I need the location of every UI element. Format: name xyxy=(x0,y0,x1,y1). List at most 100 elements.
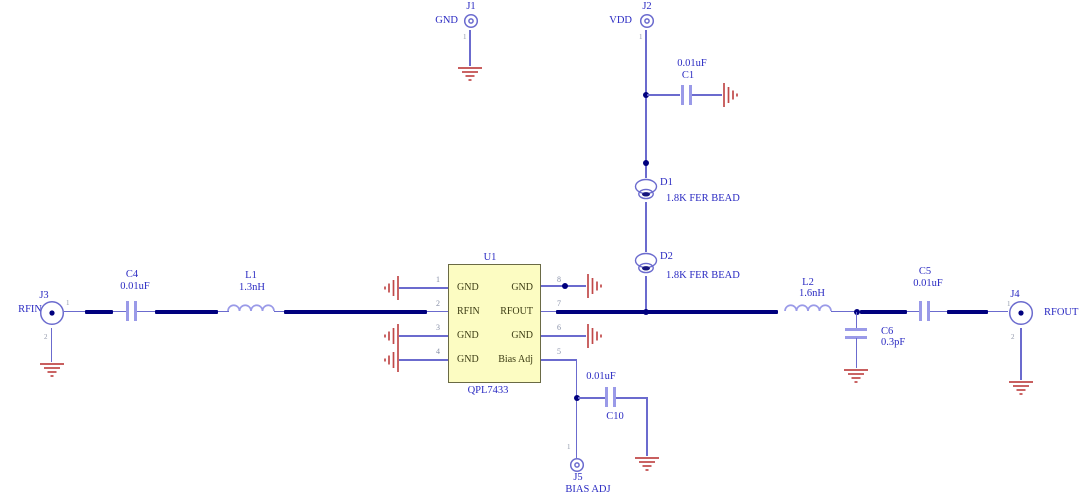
ground-icon xyxy=(587,324,602,348)
wire xyxy=(646,398,648,456)
ferrite-bead-icon xyxy=(634,178,658,200)
wire xyxy=(575,360,578,458)
connector-ref: J3 xyxy=(39,289,49,301)
part-ref: L1 xyxy=(245,269,257,281)
ground-icon xyxy=(587,274,602,298)
wire xyxy=(64,310,85,313)
part-value: 0.01uF xyxy=(677,57,707,69)
ground-icon xyxy=(635,457,659,471)
ground-icon xyxy=(40,363,64,377)
pin-name: Bias Adj xyxy=(498,354,533,365)
net-label-vdd: VDD xyxy=(609,14,632,26)
wire xyxy=(541,310,556,313)
part-number: QPL7433 xyxy=(467,384,509,396)
wire xyxy=(469,30,471,66)
connector-ref: J2 xyxy=(642,0,652,12)
part-value: 0.01uF xyxy=(120,280,150,292)
wire xyxy=(855,338,858,368)
part-ref: L2 xyxy=(802,276,814,288)
wire xyxy=(399,287,448,289)
capacitor-plate xyxy=(605,387,608,407)
wire xyxy=(427,310,448,313)
ground-icon xyxy=(458,67,482,81)
pin-name: RFIN xyxy=(457,306,480,317)
part-ref: C6 xyxy=(881,325,894,337)
wire xyxy=(692,94,722,96)
ground-icon xyxy=(384,324,399,348)
pin-designator: 2 xyxy=(44,333,48,341)
wire xyxy=(988,310,1008,313)
net-label-rfin: RFIN xyxy=(18,303,42,315)
wire xyxy=(399,335,448,337)
ferrite-bead-icon xyxy=(634,252,658,274)
capacitor-plate xyxy=(689,85,692,105)
junction-dot xyxy=(562,283,568,289)
pin-name: GND xyxy=(511,282,533,293)
pin-number: 8 xyxy=(557,275,561,284)
wire xyxy=(113,310,126,313)
wire xyxy=(645,30,647,178)
rf-trace xyxy=(947,310,988,314)
rf-trace xyxy=(85,310,113,314)
net-label-rfout: RFOUT xyxy=(1044,306,1079,318)
pin-designator: 1 xyxy=(463,33,467,41)
capacitor-plate xyxy=(134,301,137,321)
wire xyxy=(541,359,577,361)
net-label-gnd: GND xyxy=(435,14,458,26)
connector-ref: J4 xyxy=(1010,288,1020,300)
wire xyxy=(218,310,229,313)
rf-trace xyxy=(556,310,778,314)
part-ref: C5 xyxy=(918,265,932,277)
pin-number: 6 xyxy=(557,323,561,332)
pin-number: 2 xyxy=(436,299,440,308)
wire xyxy=(645,276,647,310)
pin-designator: 1 xyxy=(66,299,70,307)
wire xyxy=(541,335,586,337)
pin-designator: 1 xyxy=(1007,300,1011,308)
wire xyxy=(647,94,680,96)
pin-name: GND xyxy=(457,354,479,365)
pin-number: 5 xyxy=(557,347,561,356)
wire xyxy=(907,310,919,313)
pin-name: GND xyxy=(511,330,533,341)
part-value: 1.8K FER BEAD xyxy=(666,192,740,204)
ground-icon xyxy=(1009,381,1033,395)
pin-name: GND xyxy=(457,282,479,293)
ground-icon xyxy=(723,83,738,107)
part-value: 0.01uF xyxy=(586,370,616,382)
wire xyxy=(616,397,648,399)
part-ref: C1 xyxy=(681,69,695,81)
part-ref: D2 xyxy=(660,250,673,262)
coax-jack-icon xyxy=(463,13,479,29)
wire xyxy=(50,328,53,362)
pin-number: 1 xyxy=(436,275,440,284)
wire xyxy=(930,310,947,313)
coax-jack-icon xyxy=(639,13,655,29)
pin-number: 3 xyxy=(436,323,440,332)
junction-dot xyxy=(574,395,580,401)
wire xyxy=(645,202,647,252)
part-value: 1.3nH xyxy=(239,281,265,293)
wire xyxy=(399,359,448,361)
capacitor-plate xyxy=(613,387,616,407)
capacitor-plate xyxy=(927,301,930,321)
capacitor-plate xyxy=(845,336,867,339)
part-value: 0.01uF xyxy=(913,277,943,289)
ground-icon xyxy=(844,369,868,383)
inductor-icon xyxy=(227,304,275,312)
wire xyxy=(855,312,858,328)
capacitor-plate xyxy=(919,301,922,321)
part-ref: U1 xyxy=(483,251,497,263)
capacitor-plate xyxy=(681,85,684,105)
ic-body xyxy=(448,264,541,383)
part-ref: D1 xyxy=(660,176,673,188)
connector-ref: J1 xyxy=(466,0,476,12)
wire xyxy=(137,310,155,313)
coax-jack-icon xyxy=(1008,300,1034,326)
part-ref: C10 xyxy=(606,410,624,422)
junction-dot xyxy=(643,160,649,166)
wire xyxy=(578,397,605,399)
inductor-icon xyxy=(784,304,832,312)
pin-number: 4 xyxy=(436,347,440,356)
